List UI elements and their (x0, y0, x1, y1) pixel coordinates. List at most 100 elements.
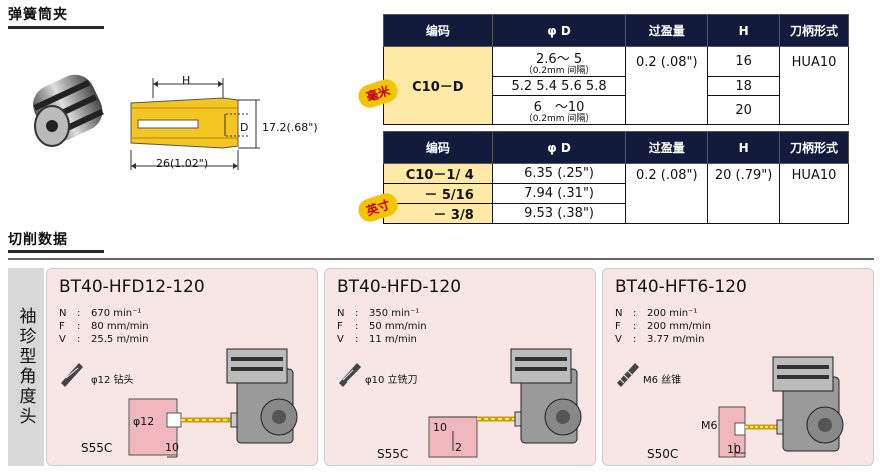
table-row: C10－1/ 4 6.35 (.25") 0.2 (.08") 20 (.79"… (383, 163, 849, 224)
param-value: 670 min⁻¹ (91, 308, 142, 319)
param-key: V (337, 334, 344, 345)
collet-dimension-diagram (130, 78, 260, 170)
side-label-tab: 袖珍型角度头 (8, 268, 44, 466)
param-key: N (337, 308, 345, 319)
param-key: N (615, 308, 623, 319)
table-header-row: 编码 φ D 过盈量 H 刀柄形式 (383, 131, 849, 164)
col-h-header: H (707, 14, 781, 47)
dim-label-2: 10 (165, 441, 179, 454)
section-underline (8, 250, 104, 253)
cutting-panel-3: BT40-HFT6-120 N:200 min⁻¹ F:200 mm/min V… (602, 268, 874, 466)
param-key: V (59, 334, 66, 345)
tool-label: φ10 立铣刀 (365, 375, 418, 386)
dim-label-2: 2 (455, 441, 462, 454)
diameter-note: （0.2mm 间隔） (523, 65, 595, 76)
table-row: C10－D 2.6～ 5 （0.2mm 间隔） 0.2 (.08") 16 HU… (383, 46, 849, 125)
table-header-row: 编码 φ D 过盈量 H 刀柄形式 (383, 14, 849, 47)
diameter-note: （0.2mm 间隔） (523, 114, 595, 124)
end-mill-icon (339, 363, 361, 387)
machining-illustration (718, 356, 844, 458)
code-cell: － 5/16 (383, 183, 493, 204)
collet-photo (33, 74, 104, 147)
collet-section-title: 弹簧筒夹 (8, 7, 68, 23)
inch-collet-table: 编码 φ D 过盈量 H 刀柄形式 C10－1/ 4 6.35 (.25") 0… (383, 131, 849, 224)
param-value: 200 min⁻¹ (647, 308, 698, 319)
params: N:350 min⁻¹ F:50 mm/min V:11 m/min (337, 308, 427, 345)
diameter-cell: 5.2 5.4 5.6 5.8 (491, 76, 627, 96)
tool-label: φ12 钻头 (91, 375, 134, 386)
section-divider (8, 258, 874, 260)
cutting-panel-2: BT40-HFD-120 N:350 min⁻¹ F:50 mm/min V:1… (324, 268, 596, 466)
dim-label-2: 10 (727, 443, 741, 456)
param-key: F (337, 321, 343, 332)
holder-cell: HUA10 (779, 46, 849, 125)
params: N:200 min⁻¹ F:200 mm/min V:3.77 m/min (615, 308, 711, 345)
param-value: 25.5 m/min (91, 334, 149, 345)
code-cell: C10－D (383, 46, 493, 125)
col-interference-header: 过盈量 (625, 14, 709, 47)
dim-diameter-label: 17.2(.68") (262, 121, 318, 134)
param-key: N (59, 308, 67, 319)
diameter-value: 2.6～ 5 (536, 51, 583, 67)
holder-cell: HUA10 (779, 163, 849, 224)
col-diameter-header: φ D (491, 14, 627, 47)
cutting-panel-1: BT40-HFD12-120 N:670 min⁻¹ F:80 mm/min V… (46, 268, 318, 466)
dim-label-1: φ12 (133, 415, 155, 428)
diameter-cell: 6 ～10 （0.2mm 间隔） (491, 95, 627, 125)
machining-illustration (428, 348, 582, 458)
code-cell: － 3/8 (383, 203, 493, 224)
dim-h-label: H (182, 74, 191, 87)
section-underline (8, 26, 104, 29)
dim-label-1: M6 (701, 419, 718, 432)
mm-collet-table: 编码 φ D 过盈量 H 刀柄形式 C10－D 2.6～ 5 （0.2mm 间隔… (383, 14, 849, 125)
dim-d-label: D (240, 121, 249, 134)
col-code-header: 编码 (383, 14, 493, 47)
panel-title: BT40-HFD-120 (337, 277, 462, 297)
param-value: 11 m/min (369, 334, 417, 345)
param-value: 3.77 m/min (647, 334, 705, 345)
interference-cell: 0.2 (.08") (625, 46, 709, 125)
diameter-cell: 2.6～ 5 （0.2mm 间隔） (491, 46, 627, 77)
col-diameter-header: φ D (491, 131, 627, 164)
drill-icon (61, 363, 83, 387)
param-key: F (615, 321, 621, 332)
dim-length-label: 26(1.02") (156, 157, 209, 170)
col-holder-header: 刀柄形式 (779, 14, 849, 47)
panel-title: BT40-HFD12-120 (59, 277, 205, 297)
h-cell: 18 (707, 76, 781, 96)
col-h-header: H (707, 131, 781, 164)
tool-label: M6 丝锥 (643, 375, 682, 386)
dim-label-1: 10 (433, 421, 447, 434)
diameter-cell: 6.35 (.25") (491, 163, 627, 184)
h-cell: 20 (.79") (707, 163, 781, 224)
param-value: 350 min⁻¹ (369, 308, 420, 319)
material-label: S55C (377, 447, 409, 461)
table-row: － 5/16 7.94 (.31") (383, 183, 849, 204)
h-cell: 20 (707, 95, 781, 125)
side-label: 袖珍型角度头 (15, 307, 36, 427)
param-value: 80 mm/min (91, 321, 149, 332)
material-label: S55C (81, 441, 113, 455)
diameter-value: 6 ～10 (533, 100, 585, 115)
param-key: V (615, 334, 622, 345)
col-holder-header: 刀柄形式 (779, 131, 849, 164)
tap-icon (617, 363, 639, 387)
params: N:670 min⁻¹ F:80 mm/min V:25.5 m/min (59, 308, 149, 345)
interference-cell: 0.2 (.08") (625, 163, 709, 224)
col-interference-header: 过盈量 (625, 131, 709, 164)
param-value: 200 mm/min (647, 321, 711, 332)
machining-illustration (128, 348, 298, 458)
table-row: 5.2 5.4 5.6 5.8 18 (384, 76, 849, 96)
cutting-section-title: 切削数据 (8, 232, 68, 248)
diameter-cell: 9.53 (.38") (491, 203, 627, 224)
col-code-header: 编码 (383, 131, 493, 164)
code-cell: C10－1/ 4 (383, 163, 493, 184)
material-label: S50C (647, 447, 679, 461)
table-row: 6 ～10 （0.2mm 间隔） 20 (384, 95, 849, 125)
diameter-cell: 7.94 (.31") (491, 183, 627, 204)
table-row: － 3/8 9.53 (.38") (383, 203, 849, 224)
panel-title: BT40-HFT6-120 (615, 277, 747, 297)
param-value: 50 mm/min (369, 321, 427, 332)
param-key: F (59, 321, 65, 332)
h-cell: 16 (707, 46, 781, 77)
